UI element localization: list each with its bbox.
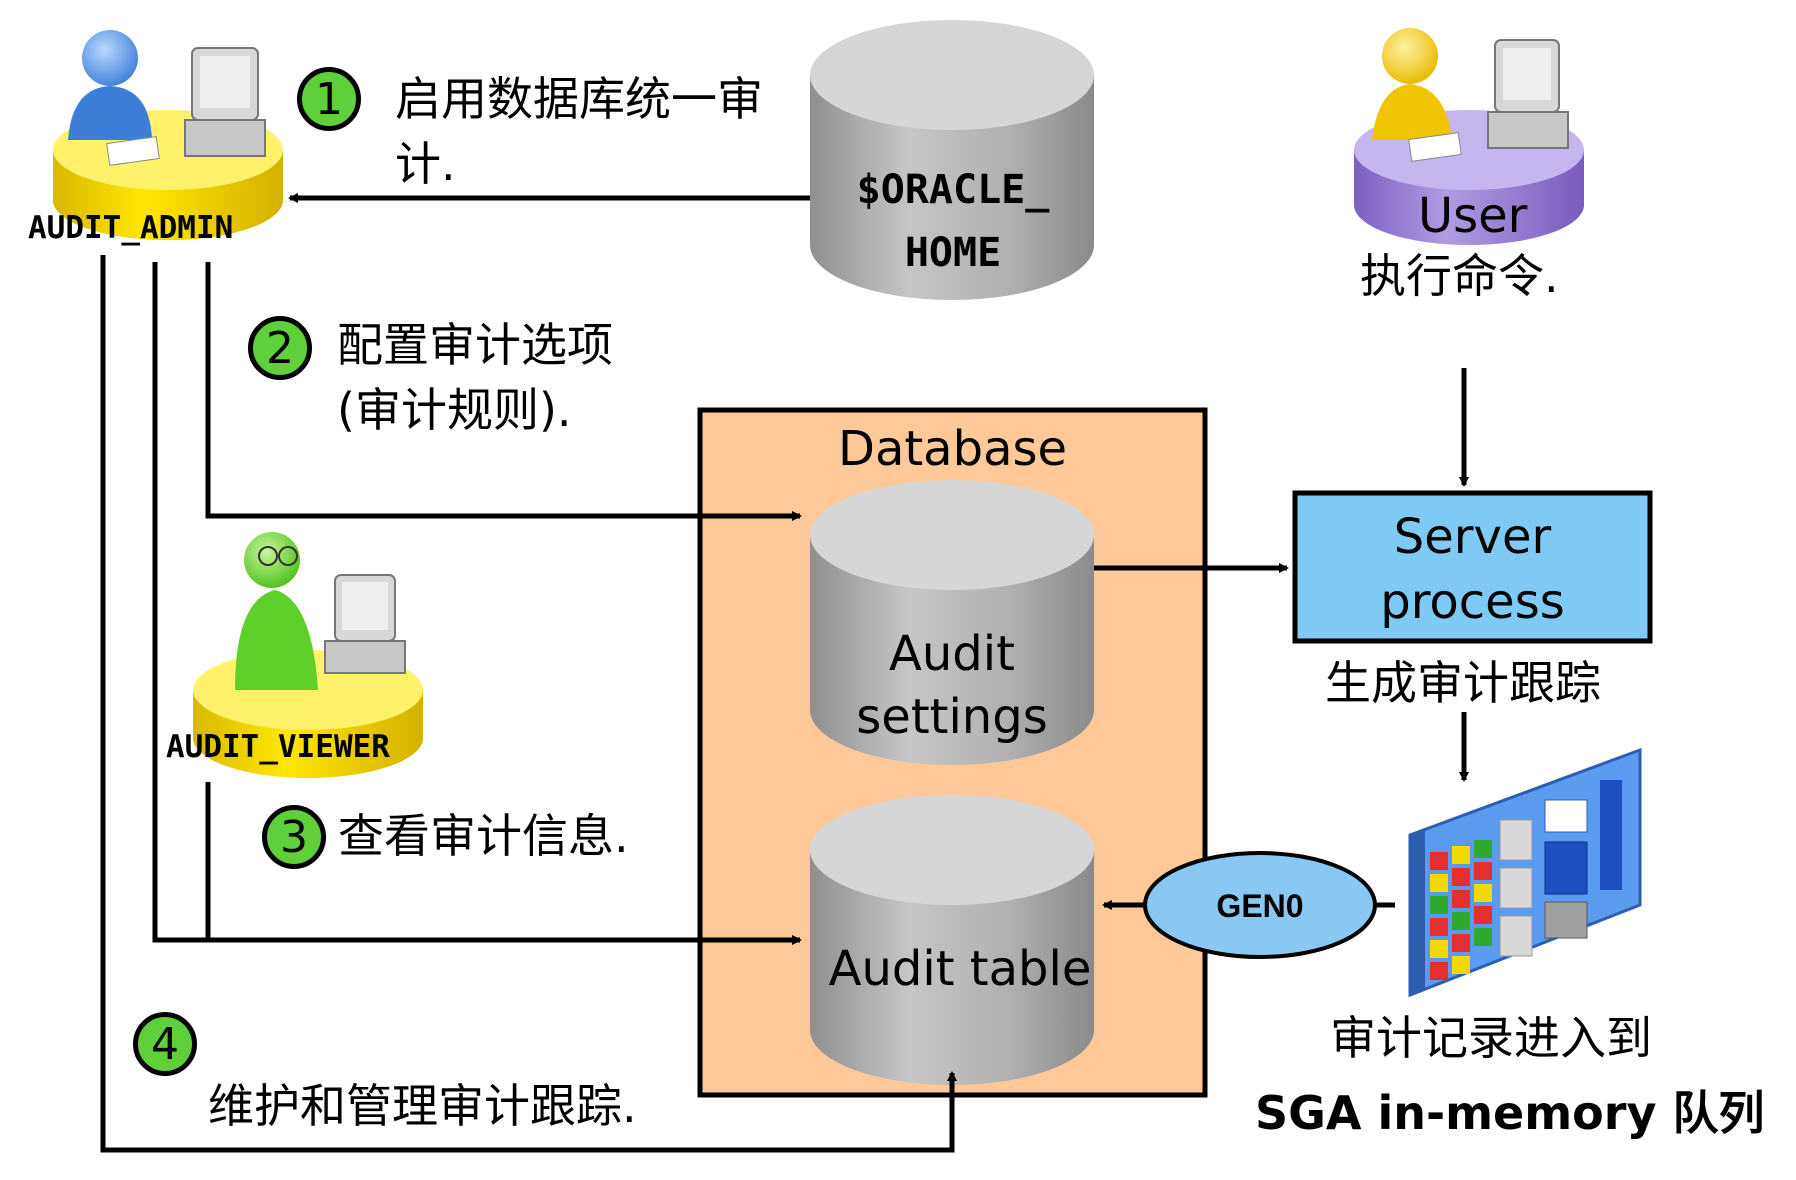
step-2-text-line1: 配置审计选项 [337, 318, 613, 372]
user-person-icon [1354, 28, 1584, 245]
arrow-configure-options [205, 262, 802, 521]
oracle-home-cylinder [810, 20, 1094, 300]
computer-icon [184, 47, 266, 157]
oracle-home-line2: HOME [904, 230, 1002, 276]
step-1-number: 1 [315, 73, 343, 125]
arrow-view-info [152, 262, 802, 945]
server-process-box [1292, 490, 1653, 644]
user-label: User [1418, 188, 1528, 244]
connectors [100, 193, 1469, 1153]
step-1-badge: 1 [297, 67, 361, 131]
database-title: Database [837, 421, 1068, 477]
sga-caption-line2: SGA in-memory 队列 [1255, 1086, 1765, 1140]
step-2-badge: 2 [248, 316, 312, 380]
step-1-text-line2: 计. [395, 137, 456, 191]
computer-icon [324, 574, 406, 674]
audit-table-cylinder [810, 795, 1094, 1085]
server-process-caption: 生成审计跟踪 [1325, 656, 1601, 710]
server-process-line2: process [1380, 574, 1565, 630]
step-2-number: 2 [266, 322, 294, 374]
step-1-text-line1: 启用数据库统一审 [395, 72, 763, 126]
user-caption: 执行命令. [1360, 249, 1559, 303]
sga-memory-icon [1408, 747, 1642, 998]
audit-settings-line1: Audit [889, 626, 1015, 682]
audit-settings-cylinder [810, 480, 1094, 765]
step-3-badge: 3 [262, 805, 326, 869]
oracle-home-line1: $ORACLE_ [856, 167, 1050, 213]
step-2-text-line2: (审计规则). [337, 383, 572, 437]
server-process-line1: Server [1393, 509, 1552, 565]
step-3-text: 查看审计信息. [338, 809, 629, 863]
admin-label: AUDIT_ADMIN [28, 210, 234, 246]
viewer-person-icon [193, 532, 423, 778]
step-3-number: 3 [280, 811, 308, 863]
step-4-badge: 4 [133, 1012, 197, 1076]
step-4-text: 维护和管理审计跟踪. [208, 1079, 637, 1133]
audit-table-label: Audit table [828, 941, 1092, 997]
gen0-label: GEN0 [1216, 888, 1304, 924]
computer-icon [1487, 39, 1569, 149]
step-4-number: 4 [151, 1018, 179, 1070]
admin-person-icon [53, 30, 283, 240]
audit-settings-line2: settings [856, 689, 1048, 745]
sga-caption-line1: 审计记录进入到 [1330, 1011, 1652, 1065]
viewer-label: AUDIT_VIEWER [166, 729, 390, 765]
arrow-maintain-trail [100, 255, 957, 1153]
